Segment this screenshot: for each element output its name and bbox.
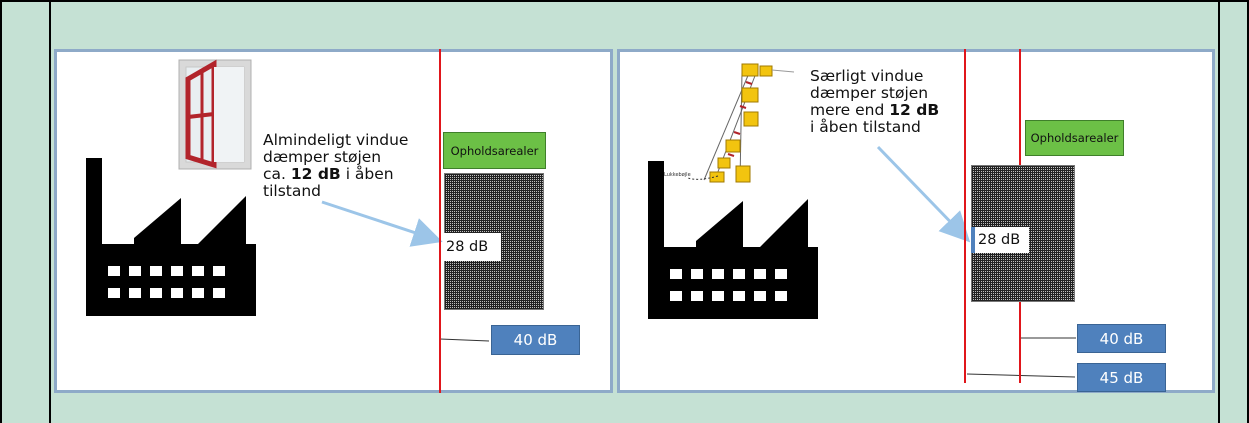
table-border-left-outer bbox=[0, 0, 2, 423]
factory-windows bbox=[108, 266, 225, 298]
left-red-line bbox=[439, 49, 441, 393]
left-panel: Almindeligt vindue dæmper støjen ca. 12 … bbox=[54, 49, 613, 393]
right-callout-line-2: dæmper støjen bbox=[810, 84, 929, 102]
left-callout-line-4: tilstand bbox=[263, 182, 322, 200]
right-panel: Lukkebøjle Særligt vindue dæmper støjen … bbox=[617, 49, 1215, 393]
right-inside-level: 28 dB bbox=[971, 227, 1029, 253]
factory-icon bbox=[648, 161, 818, 319]
left-callout-suffix: i åben bbox=[340, 165, 394, 183]
left-callout-line-2: dæmper støjen bbox=[263, 148, 382, 166]
right-outside-level-1: 40 dB bbox=[1077, 324, 1166, 353]
right-callout-prefix: mere end bbox=[810, 101, 890, 119]
right-callout-line-3: mere end 12 dB bbox=[810, 102, 939, 119]
left-callout-line-3: ca. 12 dB i åben bbox=[263, 166, 394, 183]
table-border-left-inner bbox=[49, 0, 51, 423]
left-zone-label: Opholdsarealer bbox=[443, 132, 546, 169]
right-callout-line-4: i åben tilstand bbox=[810, 118, 921, 136]
table-border-right-inner bbox=[1218, 0, 1220, 423]
right-callout-bold: 12 dB bbox=[889, 101, 940, 119]
left-callout-bold: 12 dB bbox=[290, 165, 341, 183]
special-window-icon bbox=[687, 63, 795, 183]
right-callout-line-1: Særligt vindue bbox=[810, 67, 924, 85]
table-border-right-outer bbox=[1247, 0, 1249, 423]
left-arrow bbox=[321, 200, 490, 342]
factory-windows bbox=[670, 269, 787, 301]
table-border-top bbox=[0, 0, 1249, 2]
right-zone-label: Opholdsarealer bbox=[1025, 120, 1124, 156]
window-icon bbox=[178, 59, 252, 170]
right-outside-level-2: 45 dB bbox=[1077, 363, 1166, 392]
left-inside-level: 28 dB bbox=[443, 233, 501, 261]
factory-icon bbox=[86, 158, 256, 316]
right-arrow bbox=[876, 145, 1076, 378]
left-callout-line-1: Almindeligt vindue bbox=[263, 131, 409, 149]
drawing-annotation: Lukkebøjle bbox=[664, 172, 691, 178]
left-outside-level: 40 dB bbox=[491, 325, 580, 355]
right-red-line-1 bbox=[964, 49, 966, 383]
right-inside-level-text: 28 dB bbox=[978, 232, 1021, 248]
left-callout-prefix: ca. bbox=[263, 165, 291, 183]
